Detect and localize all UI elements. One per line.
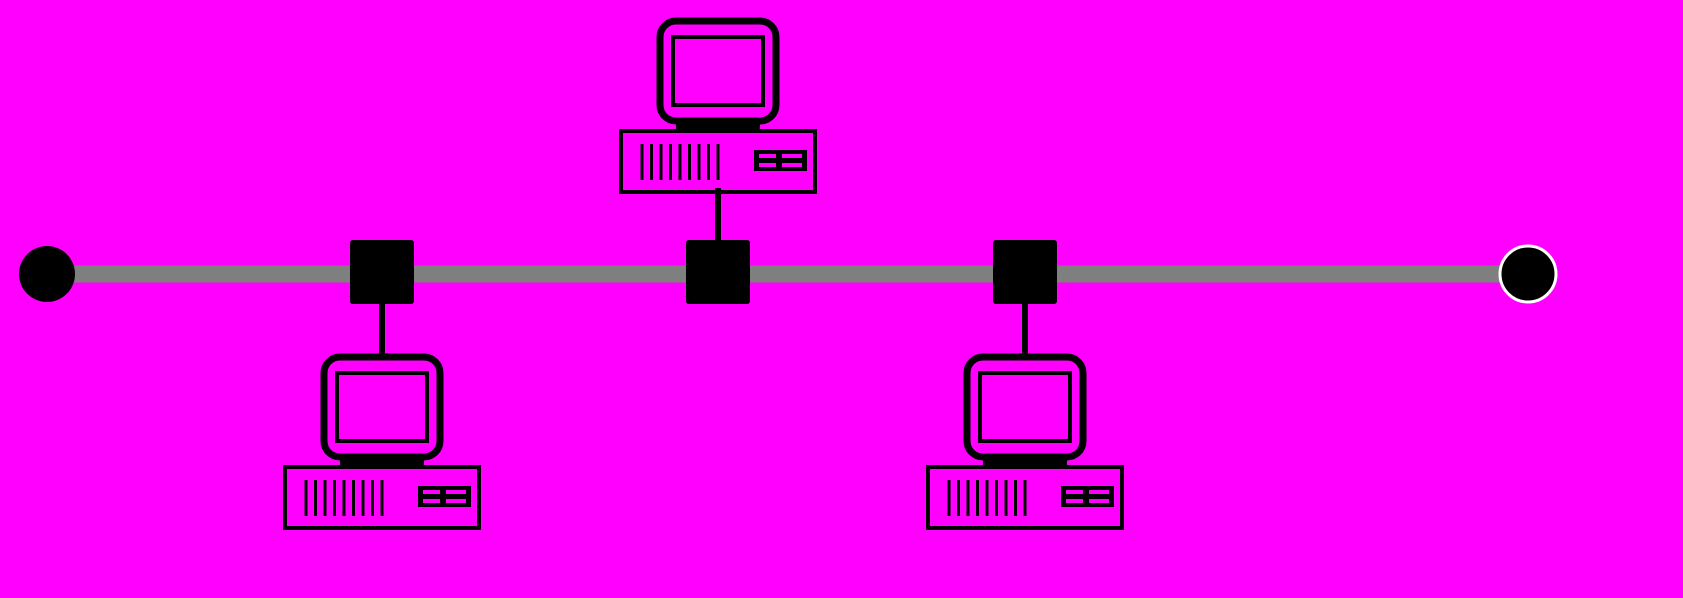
drive-slot [446, 499, 466, 503]
tap-1 [350, 240, 414, 304]
drive-slot [1089, 499, 1109, 503]
drive-slot [423, 490, 440, 494]
drive-bay-block [1061, 486, 1114, 507]
monitor-stand [340, 456, 424, 467]
monitor-screen [335, 371, 429, 443]
drive-slot [759, 154, 776, 158]
system-unit-case [619, 129, 817, 194]
monitor-stand [676, 120, 760, 131]
drive-slot [759, 163, 776, 167]
drive-slot [782, 154, 802, 158]
system-unit-case [926, 465, 1124, 530]
drive-slot [1066, 499, 1083, 503]
monitor-stand [983, 456, 1067, 467]
tap-3 [993, 240, 1057, 304]
drive-slot [1066, 490, 1083, 494]
desktop-computer-icon [283, 353, 481, 530]
desktop-computer-icon [619, 17, 817, 194]
monitor-screen [671, 35, 765, 107]
monitor-screen [978, 371, 1072, 443]
tap-2 [686, 240, 750, 304]
drive-bay-block [418, 486, 471, 507]
desktop-computer-icon [926, 353, 1124, 530]
node-layer [19, 17, 1558, 530]
right-terminator [1498, 244, 1558, 304]
drive-slot [423, 499, 440, 503]
drive-bay-block [754, 150, 807, 171]
left-terminator [19, 246, 75, 302]
drive-slot [1089, 490, 1109, 494]
drive-slot [446, 490, 466, 494]
system-unit-case [283, 465, 481, 530]
drive-slot [782, 163, 802, 167]
